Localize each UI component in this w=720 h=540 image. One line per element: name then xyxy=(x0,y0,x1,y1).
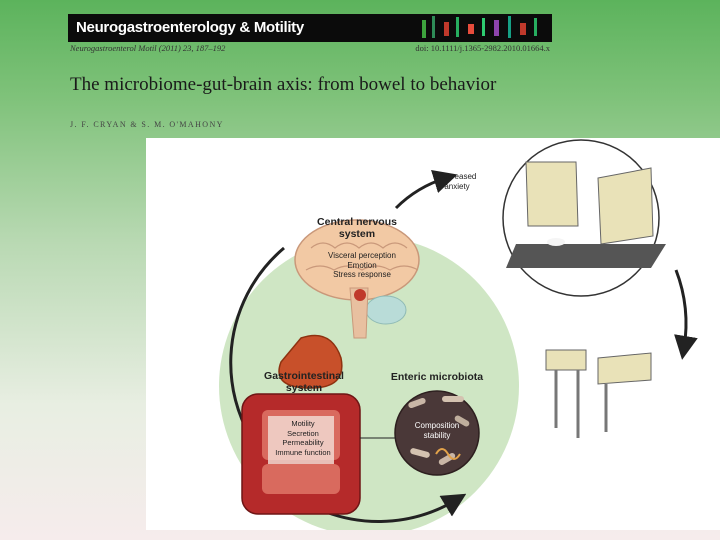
behavior-maze-bottom xyxy=(546,350,651,438)
microbiota-function: stability xyxy=(404,431,470,441)
microbiota-function: Composition xyxy=(404,421,470,431)
gi-function: Immune function xyxy=(260,448,346,458)
arrow-right xyxy=(676,270,686,348)
behavior-label: Decreased anxiety xyxy=(422,172,492,191)
microbiota-functions: Composition stability xyxy=(404,421,470,440)
axis-figure: Central nervous system Visceral percepti… xyxy=(146,138,720,530)
journal-name: Neurogastroenterology & Motility xyxy=(76,19,304,36)
article-title: The microbiome-gut-brain axis: from bowe… xyxy=(70,74,496,96)
article-header: Neurogastroenterology & Motility Neuroga… xyxy=(68,8,552,130)
gi-function: Motility xyxy=(260,419,346,429)
behavior-label-line: anxiety xyxy=(422,182,492,192)
cns-function: Emotion xyxy=(312,261,412,271)
behavior-label-line: Decreased xyxy=(422,172,492,182)
journal-banner: Neurogastroenterology & Motility xyxy=(68,14,552,42)
banner-decoration xyxy=(412,14,552,42)
cns-function: Visceral perception xyxy=(312,251,412,261)
article-authors: J. F. CRYAN & S. M. O'MAHONY xyxy=(70,120,224,129)
microbiota-title: Enteric microbiota xyxy=(382,371,492,383)
cns-function: Stress response xyxy=(312,270,412,280)
gi-functions: Motility Secretion Permeability Immune f… xyxy=(260,419,346,457)
citation-journal: Neurogastroenterol Motil (2011) 23, 187–… xyxy=(70,43,225,53)
cns-functions: Visceral perception Emotion Stress respo… xyxy=(312,251,412,280)
gi-title: Gastrointestinal system xyxy=(254,370,354,394)
citation-doi: doi: 10.1111/j.1365-2982.2010.01664.x xyxy=(415,43,550,53)
figure-illustration xyxy=(146,138,720,530)
cns-title: Central nervous system xyxy=(302,216,412,240)
gi-function: Secretion xyxy=(260,429,346,439)
gi-function: Permeability xyxy=(260,438,346,448)
behavior-maze-top xyxy=(503,140,666,296)
